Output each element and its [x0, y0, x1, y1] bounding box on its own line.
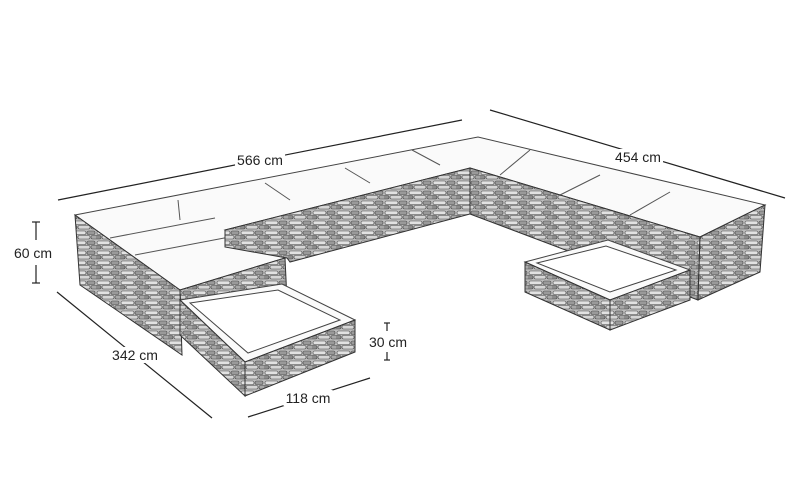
dimension-label-total-depth: 454 cm: [613, 149, 663, 165]
dimension-label-small-bed-width: 118 cm: [283, 390, 333, 406]
low-bed-left: [178, 283, 357, 398]
left-arm-outer-wall: [74, 213, 183, 356]
dimension-label-height-low: 30 cm: [366, 334, 410, 350]
dimension-line-30: [384, 322, 390, 361]
low-bed-right: [523, 239, 692, 331]
dimension-label-total-length: 566 cm: [235, 152, 285, 168]
dimension-line-60: [32, 221, 40, 284]
dimension-label-left-depth: 342 cm: [110, 347, 160, 363]
right-arm-outer-wall: [697, 204, 766, 301]
dimension-label-height-tall: 60 cm: [11, 245, 55, 261]
